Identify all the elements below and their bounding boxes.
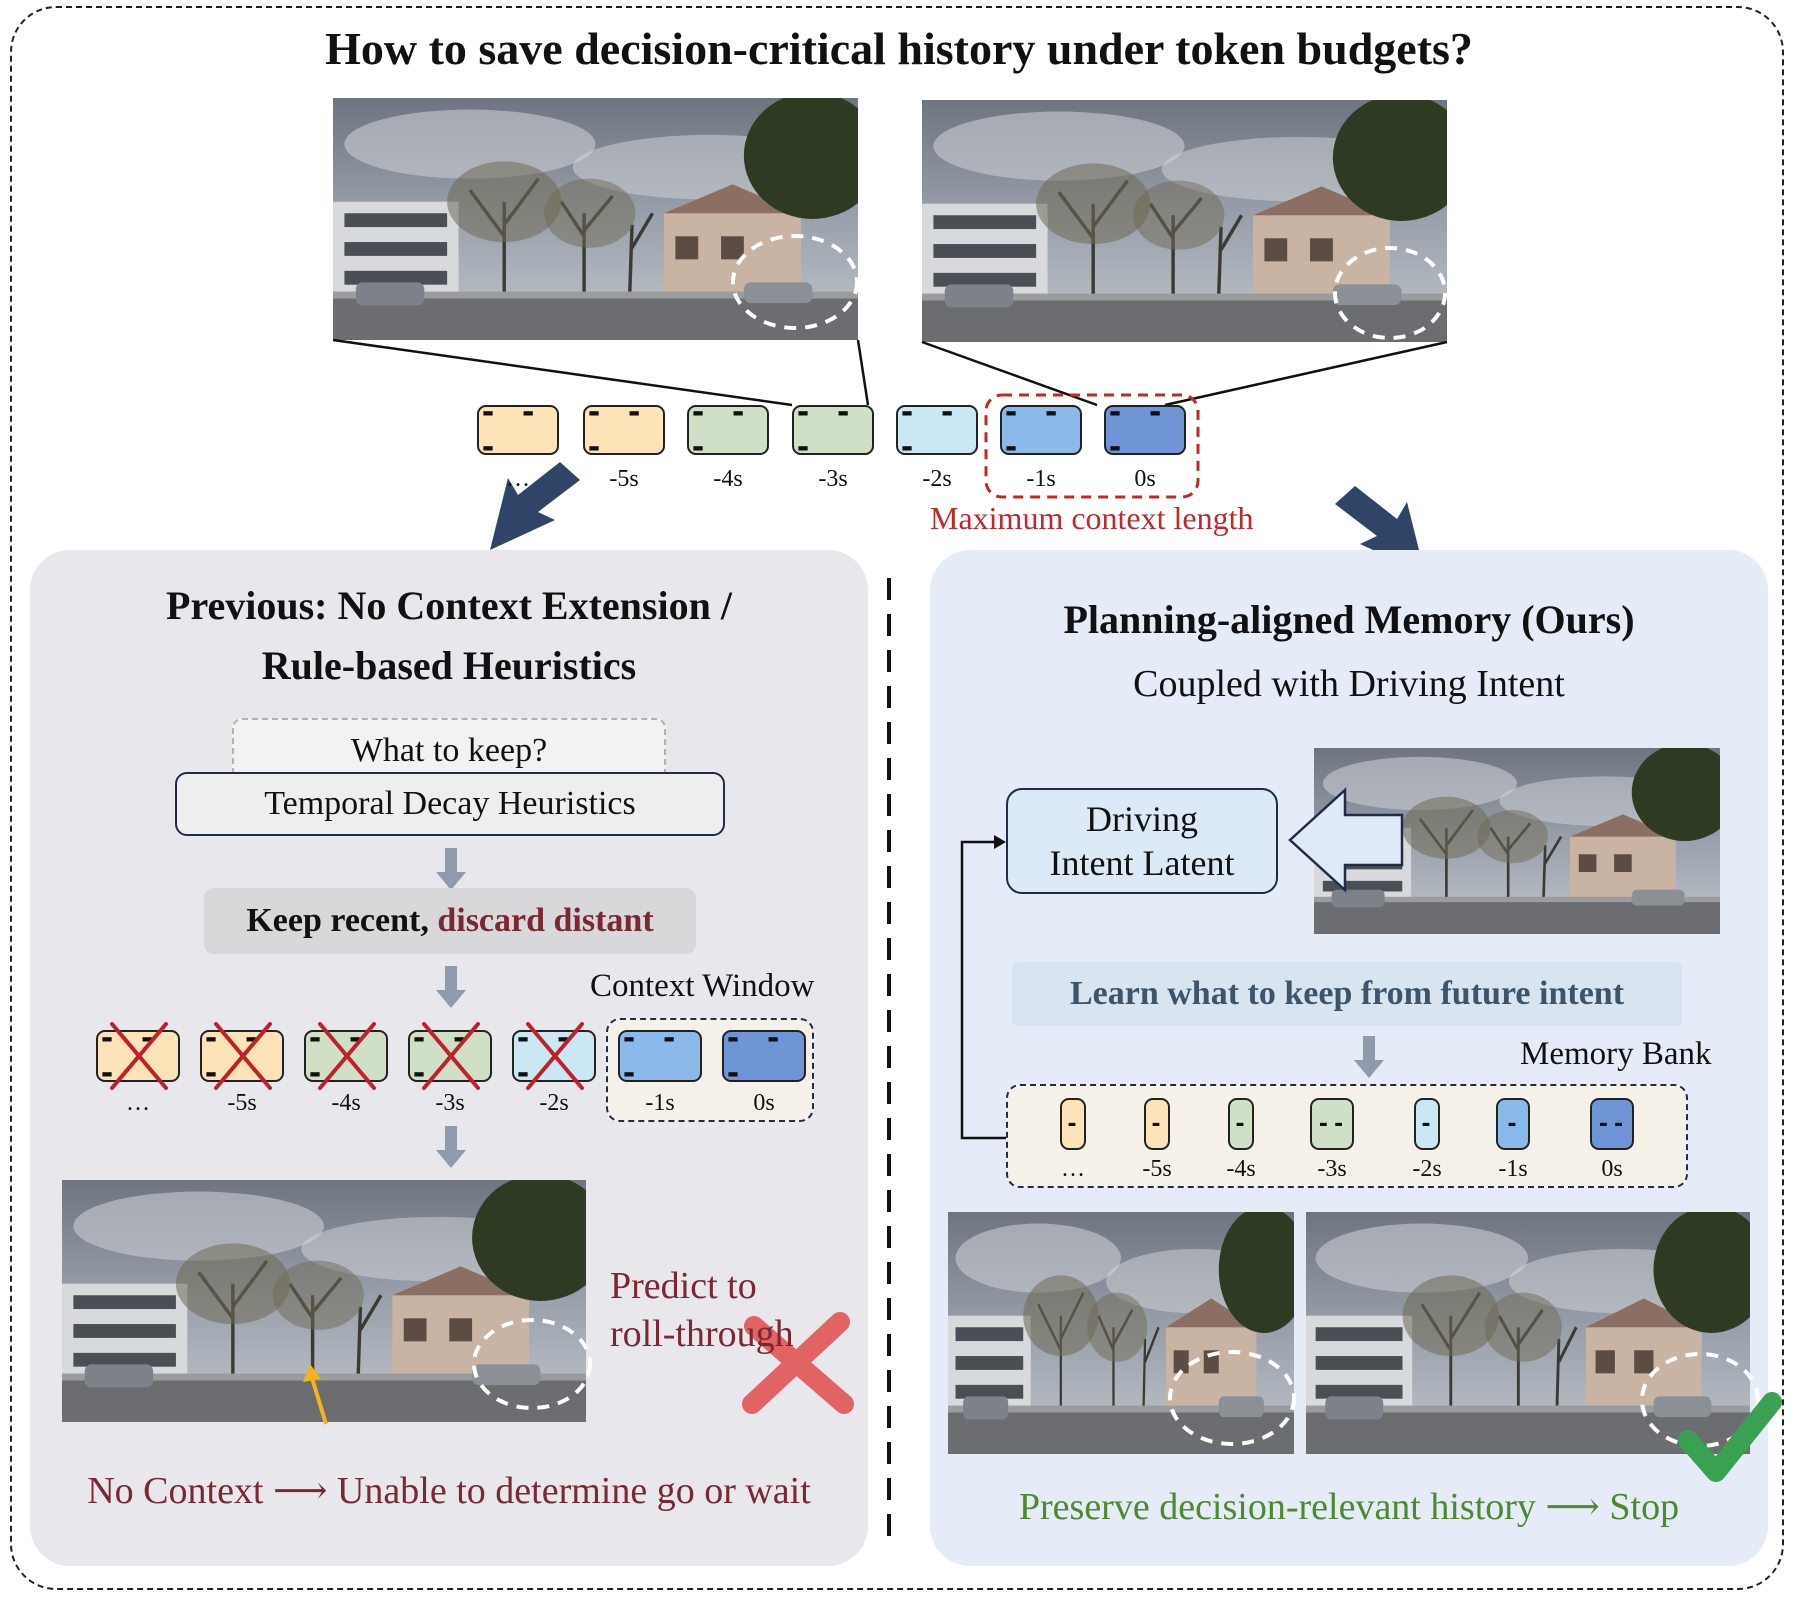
left-conclusion-part1: No Context — [87, 1470, 264, 1512]
right-conclusion-part2: Stop — [1609, 1486, 1680, 1528]
projection-line — [1164, 340, 1448, 407]
right-arrow-icon: ⟶ — [273, 1470, 328, 1512]
memory-token: -- — [1590, 1098, 1634, 1150]
context-window-label: Context Window — [590, 968, 815, 1004]
driving-intent-line1: Driving — [1086, 799, 1198, 839]
max-context-label: Maximum context length — [930, 500, 1254, 536]
memory-token: - — [1496, 1098, 1530, 1150]
left-panel-title-line1: Previous: No Context Extension / — [166, 583, 732, 628]
memory-token-label: -5s — [1142, 1156, 1172, 1182]
keep-recent-text: Keep recent, — [246, 902, 429, 939]
driving-intent-box: Driving Intent Latent — [1006, 788, 1278, 894]
timeline-label: 0s — [1134, 466, 1156, 492]
driving-intent-line2: Intent Latent — [1049, 843, 1235, 883]
memory-token: - — [1228, 1098, 1254, 1150]
highlight-circle — [1168, 1350, 1296, 1446]
token-label: … — [126, 1090, 150, 1116]
left-block-arrow-icon — [1288, 787, 1404, 893]
check-mark-icon — [1678, 1392, 1782, 1482]
memory-token-label: -1s — [1498, 1156, 1528, 1182]
keep-recent-box: Keep recent, discard distant — [204, 888, 696, 954]
token-label: -1s — [645, 1090, 675, 1116]
highlight-circle — [731, 234, 859, 330]
token-label: -4s — [331, 1090, 361, 1116]
memory-bank-label: Memory Bank — [1520, 1036, 1712, 1072]
right-arrow-icon: ⟶ — [1545, 1486, 1600, 1528]
right-panel-subtitle: Coupled with Driving Intent — [1133, 663, 1565, 705]
wrong-cross-icon — [742, 1312, 854, 1414]
token-label: -3s — [435, 1090, 465, 1116]
prediction-line2: roll-through — [610, 1313, 794, 1355]
outer-dashed-border — [10, 6, 1784, 1590]
down-arrow-icon — [436, 966, 466, 1008]
memory-token-label: 0s — [1601, 1156, 1623, 1182]
max-context-box — [984, 393, 1200, 499]
right-conclusion: Preserve decision-relevant history ⟶ Sto… — [930, 1484, 1768, 1529]
left-conclusion-part2: Unable to determine go or wait — [336, 1470, 811, 1512]
right-panel-title: Planning-aligned Memory (Ours) — [1063, 597, 1635, 642]
projection-line — [332, 338, 793, 407]
memory-token: - — [1414, 1098, 1440, 1150]
figure-title: How to save decision-critical history un… — [325, 23, 1473, 74]
prediction-text: Predict to roll-through — [610, 1262, 860, 1358]
feedback-arrow-line — [960, 840, 1006, 1140]
memory-token-label: -4s — [1226, 1156, 1256, 1182]
right-conclusion-part1: Preserve decision-relevant history — [1018, 1486, 1536, 1528]
learn-box: Learn what to keep from future intent — [1012, 962, 1682, 1026]
highlight-circle — [1640, 1352, 1760, 1448]
token-label: -2s — [539, 1090, 569, 1116]
memory-token-label: -2s — [1412, 1156, 1442, 1182]
memory-token: - — [1060, 1098, 1086, 1150]
highlight-circle — [1333, 246, 1447, 340]
down-arrow-icon — [436, 848, 466, 890]
discard-distant-text: discard distant — [437, 902, 654, 939]
timeline-label: -1s — [1026, 466, 1056, 492]
left-panel-title-line2: Rule-based Heuristics — [261, 643, 637, 688]
down-arrow-icon — [1354, 1036, 1384, 1078]
timeline-label: … — [506, 466, 530, 492]
memory-token-label: … — [1061, 1156, 1085, 1182]
prediction-line1: Predict to — [610, 1265, 757, 1307]
timeline-label: -5s — [609, 466, 639, 492]
timeline-label: -4s — [713, 466, 743, 492]
arrow-down-left — [490, 462, 580, 550]
timeline-label: -2s — [922, 466, 952, 492]
token-label: 0s — [753, 1090, 775, 1116]
heuristic-box: Temporal Decay Heuristics — [175, 772, 725, 836]
projection-line — [856, 339, 870, 406]
what-to-keep-box: What to keep? — [232, 718, 666, 780]
left-conclusion: No Context ⟶ Unable to determine go or w… — [30, 1468, 868, 1513]
memory-token-label: -3s — [1317, 1156, 1347, 1182]
highlight-circle — [472, 1318, 592, 1410]
projection-line — [921, 340, 1098, 407]
memory-token: - — [1144, 1098, 1170, 1150]
down-arrow-icon — [436, 1126, 466, 1168]
memory-token: -- — [1310, 1098, 1354, 1150]
timeline-label: -3s — [818, 466, 848, 492]
yellow-arrow-icon — [310, 1377, 328, 1425]
feedback-arrow-head — [994, 835, 1006, 849]
token-label: -5s — [227, 1090, 257, 1116]
